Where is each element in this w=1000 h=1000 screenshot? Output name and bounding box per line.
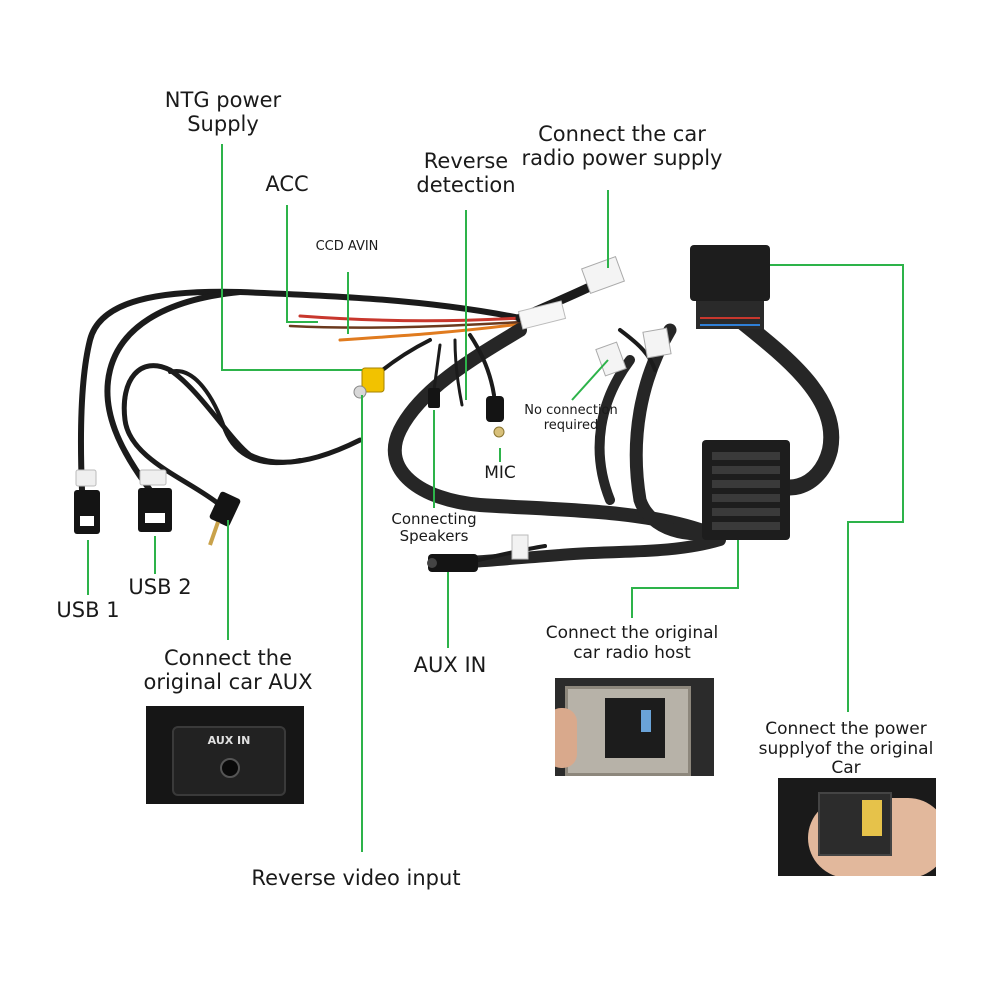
aux-in-jack-icon (427, 534, 529, 572)
leader-radio-host (631, 540, 739, 618)
leader-no-connection (571, 359, 609, 401)
label-mic: MIC (484, 463, 516, 483)
speaker-plug-icon (428, 388, 440, 408)
aux-panel-label: AUX IN (207, 734, 251, 747)
label-tag-icon (517, 300, 567, 330)
label-aux-in: AUX IN (413, 653, 487, 677)
label-car-radio-power: Connect the car radio power supply (521, 122, 723, 171)
usb-a-connector-icon (74, 469, 100, 534)
power-supply-photo (778, 778, 936, 876)
wire-brown (288, 320, 524, 329)
aux-panel-photo: AUX IN (146, 706, 304, 804)
white-connector-icon (595, 341, 627, 377)
braided-sleeve-main (387, 323, 707, 537)
radio-host-clip (641, 710, 651, 732)
radio-power-connector-icon (580, 255, 626, 295)
aux-cable-loop-b (168, 369, 302, 466)
cable-bundle (77, 271, 840, 568)
label-connecting-speakers: Connecting Speakers (391, 510, 477, 546)
radio-host-cavity (605, 698, 665, 758)
mic-jack-icon (486, 396, 505, 438)
aux-in-cable (468, 544, 547, 564)
leader-acc (286, 205, 318, 323)
rca-plug-icon (353, 367, 385, 399)
label-ntg-power: NTG power Supply (164, 88, 282, 137)
label-acc: ACC (265, 172, 309, 196)
label-original-aux: Connect the original car AUX (143, 646, 313, 695)
braided-sleeve-mid (629, 323, 727, 541)
label-power-supply-original: Connect the power supplyof the original … (758, 719, 934, 779)
radio-host-hand (555, 708, 577, 768)
rca-cable (378, 338, 432, 374)
label-no-connection: No connection required (524, 403, 618, 433)
usb2-cable (104, 289, 243, 493)
label-usb2: USB 2 (128, 575, 192, 599)
quadlock-connector-icon (690, 245, 770, 329)
label-reverse-detection: Reverse detection (416, 149, 516, 198)
label-usb1: USB 1 (56, 598, 120, 622)
wire-orange (338, 322, 522, 342)
label-reverse-video: Reverse video input (251, 866, 461, 890)
radio-host-connector-icon (702, 440, 790, 540)
radio-host-photo (555, 678, 714, 776)
braided-sleeve-left (594, 355, 635, 505)
usb-cable-loop (77, 288, 523, 493)
leader-power-supply (770, 264, 904, 712)
aux-panel-bezel: AUX IN (172, 726, 286, 796)
wire-red (298, 314, 522, 323)
usb-a-connector-icon (138, 469, 172, 532)
power-leads (618, 328, 657, 372)
mic-cable (468, 333, 496, 397)
leader-lines (87, 144, 904, 852)
leader-ntg-power (221, 144, 362, 371)
speaker-wire (432, 343, 442, 392)
reverse-detect-wire (453, 338, 464, 407)
aux-jack-icon (208, 491, 241, 546)
power-supply-pins (862, 800, 882, 836)
aux-socket-icon (220, 758, 240, 778)
white-connector-icon (642, 327, 672, 359)
braided-sleeve-lower (464, 534, 726, 568)
label-ccd-avin: CCD AVIN (315, 239, 379, 254)
label-radio-host: Connect the original car radio host (545, 623, 719, 663)
